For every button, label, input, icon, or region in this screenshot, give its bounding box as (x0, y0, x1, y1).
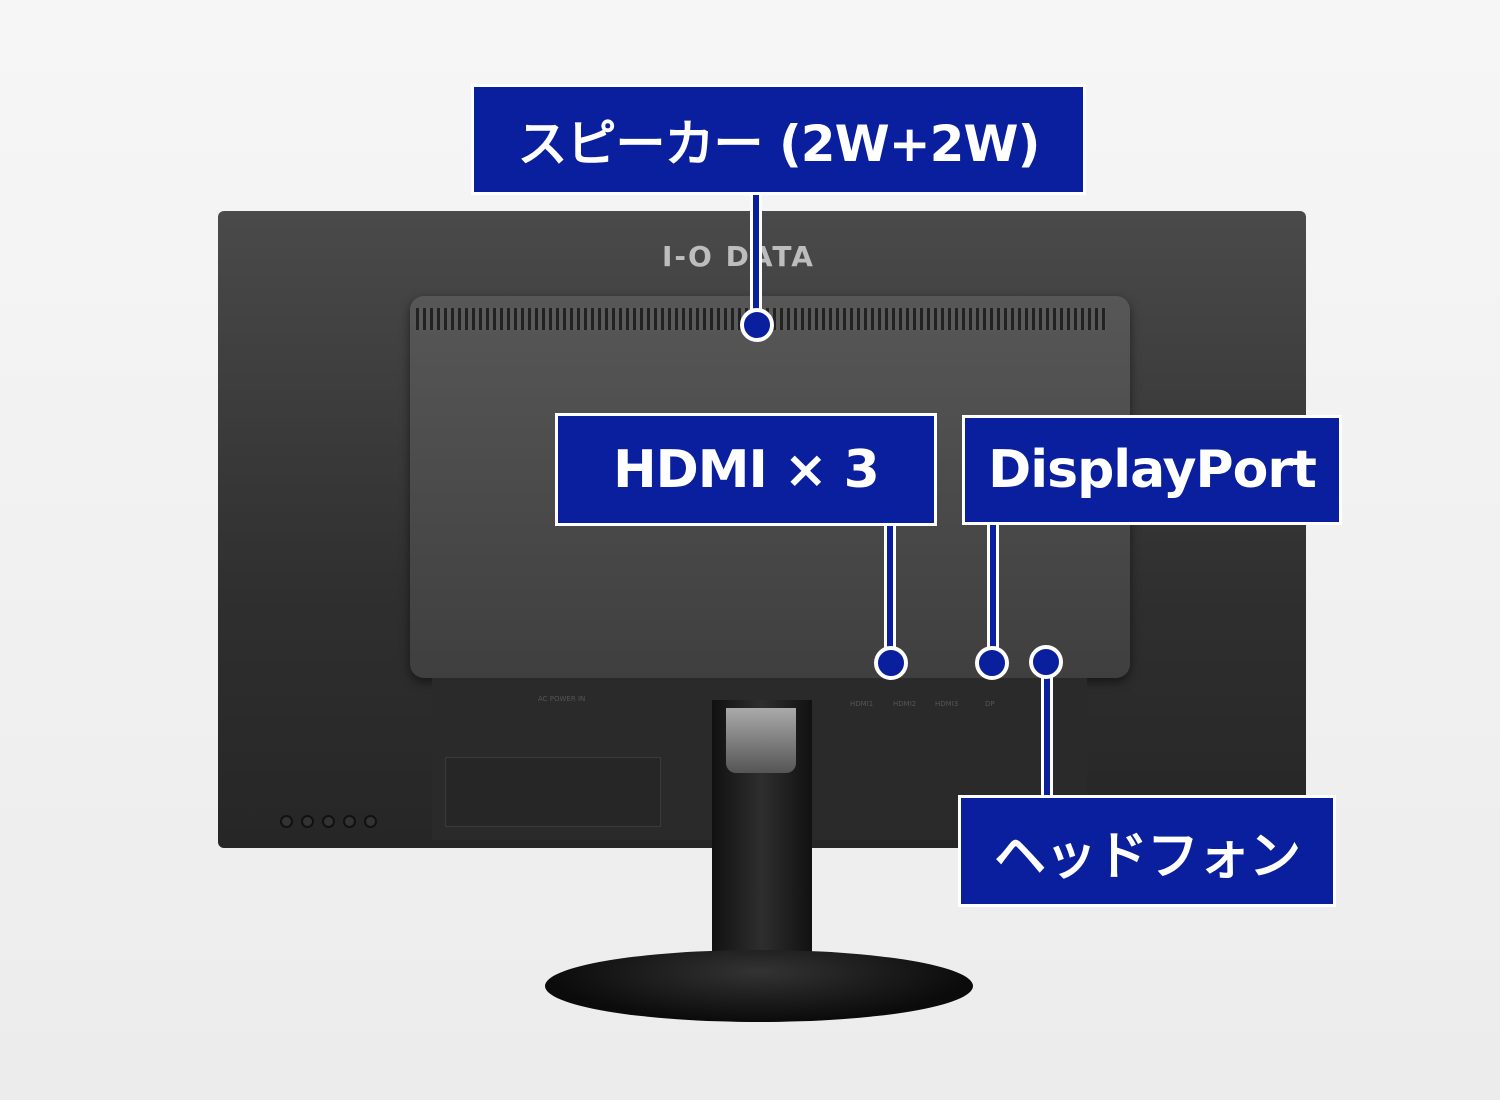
headphone-callout: ヘッドフォン (958, 795, 1336, 907)
port-label-hdmi2: HDMI2 (893, 700, 917, 708)
headphone-marker (1029, 645, 1063, 679)
headphone-leader-line (1041, 665, 1053, 805)
port-label-hdmi1: HDMI1 (850, 700, 874, 708)
button-icon (301, 815, 314, 828)
speaker-callout: スピーカー (2W+2W) (471, 84, 1086, 195)
hdmi-callout: HDMI × 3 (555, 413, 937, 526)
displayport-callout: DisplayPort (962, 415, 1342, 525)
displayport-marker (975, 646, 1009, 680)
hdmi-marker (874, 646, 908, 680)
port-label-hdmi3: HDMI3 (935, 700, 959, 708)
stand-base (545, 950, 973, 1022)
brand-logo: I-O DATA (662, 240, 815, 273)
button-icon (343, 815, 356, 828)
io-cover (445, 757, 661, 827)
displayport-leader-line (987, 520, 999, 660)
button-icon (322, 815, 335, 828)
port-label-dp: DP (985, 700, 995, 708)
speaker-marker (740, 308, 774, 342)
button-icon (364, 815, 377, 828)
button-icon (280, 815, 293, 828)
speaker-leader-line (750, 190, 762, 320)
stand-clip (726, 708, 796, 773)
port-label-ac: AC POWER IN (538, 695, 586, 703)
hdmi-leader-line (884, 520, 896, 660)
control-buttons (280, 815, 377, 828)
